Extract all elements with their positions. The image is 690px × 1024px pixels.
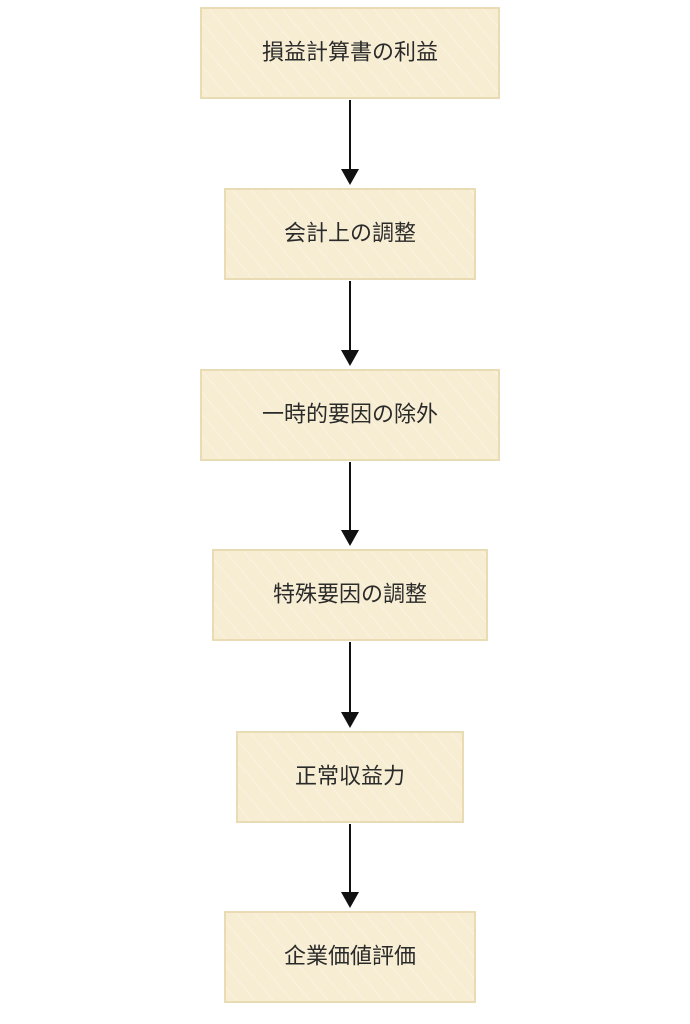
flow-node-hatch xyxy=(202,371,498,459)
arrow-head-icon xyxy=(341,350,359,366)
flow-node-1: 損益計算書の利益 xyxy=(200,7,500,99)
flow-node-label: 企業価値評価 xyxy=(284,945,416,970)
flow-node-2: 会計上の調整 xyxy=(224,188,476,280)
flow-node-hatch xyxy=(214,551,486,639)
flow-node-hatch xyxy=(202,9,498,97)
flow-node-hatch xyxy=(226,190,474,278)
flow-node-label: 特殊要因の調整 xyxy=(273,583,427,608)
arrow-head-icon xyxy=(341,169,359,185)
flow-node-6: 企業価値評価 xyxy=(224,911,476,1003)
flow-node-label: 会計上の調整 xyxy=(284,222,416,247)
flow-node-hatch xyxy=(238,733,462,821)
edges xyxy=(341,100,359,908)
flow-arrow-1 xyxy=(341,100,359,185)
arrow-head-icon xyxy=(341,530,359,546)
flow-node-hatch xyxy=(226,913,474,1001)
flow-arrow-4 xyxy=(341,642,359,728)
flow-node-4: 特殊要因の調整 xyxy=(212,549,488,641)
flow-node-3: 一時的要因の除外 xyxy=(200,369,500,461)
flow-arrow-2 xyxy=(341,281,359,366)
flow-node-5: 正常収益力 xyxy=(236,731,464,823)
flow-node-label: 損益計算書の利益 xyxy=(262,41,438,66)
flow-arrow-5 xyxy=(341,824,359,908)
flow-node-label: 正常収益力 xyxy=(295,765,405,790)
arrow-head-icon xyxy=(341,712,359,728)
flow-node-label: 一時的要因の除外 xyxy=(262,403,438,428)
flow-arrow-3 xyxy=(341,462,359,546)
arrow-head-icon xyxy=(341,892,359,908)
